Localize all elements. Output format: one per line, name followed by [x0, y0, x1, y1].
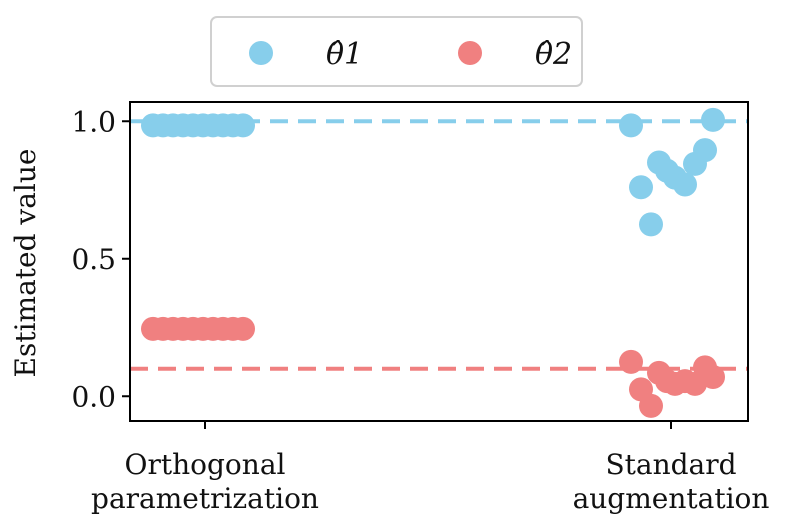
- legend-frame: [210, 16, 583, 87]
- y-tick-label-0: 0.0: [71, 380, 116, 413]
- point-series-1-19: [701, 107, 725, 132]
- x-tick-label-1-line-1: augmentation: [573, 482, 770, 515]
- legend-label-theta-2: θ̂2: [535, 37, 572, 72]
- legend-marker-theta-1: [249, 41, 273, 65]
- y-tick-label-1: 0.5: [71, 243, 116, 276]
- x-tick-label-0-line-0: Orthogonal: [125, 448, 286, 481]
- plot-frame: [129, 101, 749, 422]
- point-series-1-18: [693, 138, 717, 163]
- legend: θ̂1 θ̂2: [210, 16, 583, 87]
- y-axis-title: Estimated value: [9, 149, 42, 378]
- legend-label-theta-1: θ̂1: [326, 37, 363, 72]
- point-series-2-12: [639, 393, 663, 418]
- point-series-2-19: [701, 365, 725, 389]
- y-tick-label-2: 1.0: [71, 105, 116, 138]
- point-series-1-11: [629, 175, 653, 200]
- legend-marker-theta-2: [458, 41, 482, 65]
- point-series-2-10: [619, 349, 643, 374]
- x-tick-label-0-line-1: parametrization: [91, 482, 319, 515]
- point-series-1-12: [639, 212, 663, 237]
- point-series-1-10: [619, 113, 643, 138]
- point-series-1-16: [673, 172, 697, 197]
- x-tick-label-1-line-0: Standard: [605, 448, 736, 481]
- point-series-1-9: [231, 113, 255, 138]
- point-series-2-9: [231, 316, 255, 341]
